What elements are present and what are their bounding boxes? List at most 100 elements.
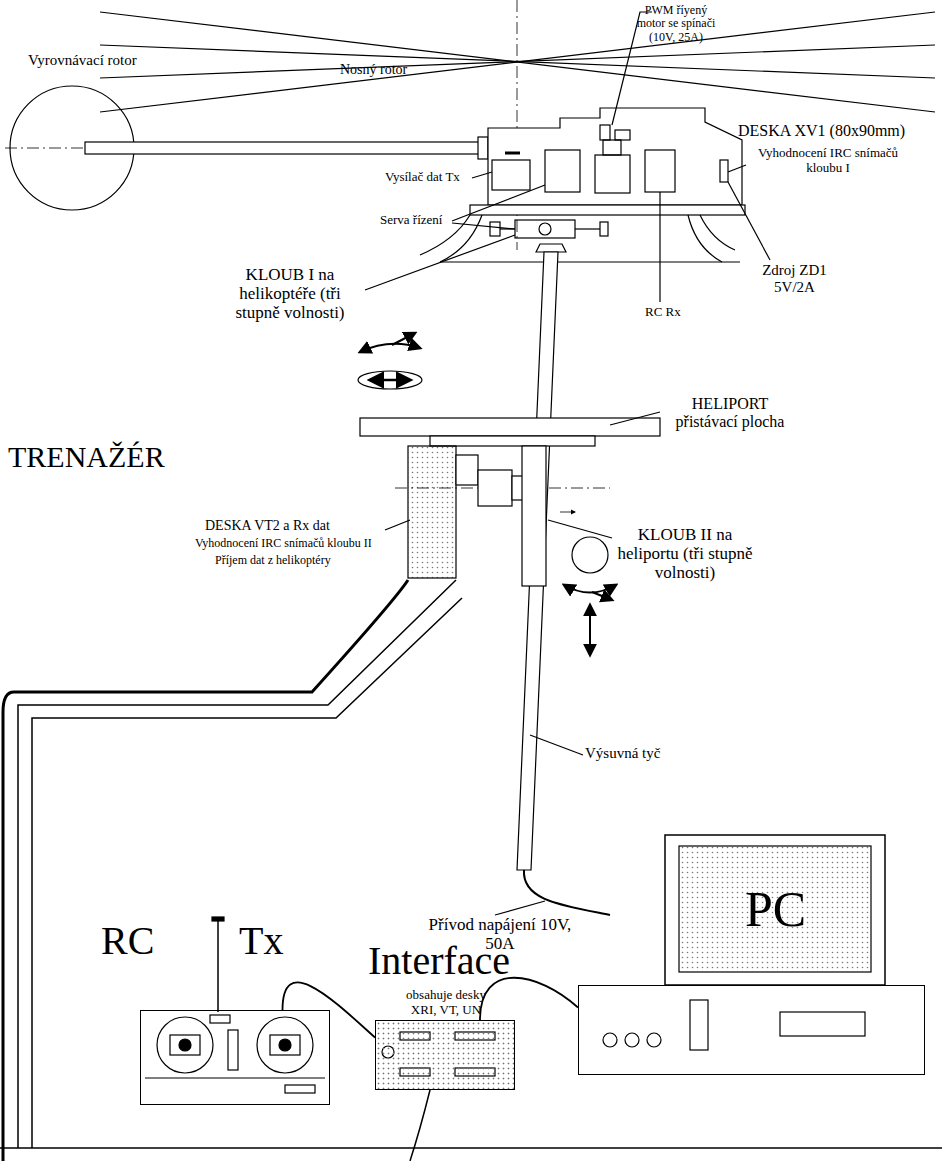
- power-supply: [720, 160, 728, 182]
- rotor-blade: [100, 12, 935, 112]
- heliport-plate: [360, 418, 660, 436]
- skid: [688, 215, 722, 262]
- data-cable: [3, 580, 408, 1161]
- cable-connector: [283, 982, 376, 1037]
- leader-line: [728, 165, 746, 172]
- panel-line: [145, 1077, 325, 1078]
- control-stick: [157, 1017, 213, 1073]
- joint-part: [600, 222, 608, 236]
- control-stick: [257, 1017, 313, 1073]
- part-label: Zdroj ZD1 5V/2A: [752, 262, 837, 296]
- part-label: Výsuvná tyč: [585, 745, 660, 762]
- leader-line: [659, 192, 660, 302]
- transmitter-box: [492, 160, 530, 190]
- joint-label: KLOUB I na helikoptéře (tři stupně volno…: [215, 265, 365, 322]
- leader-line: [472, 172, 492, 178]
- part-label: RC Rx: [645, 305, 681, 320]
- pc-drive: [780, 1012, 865, 1036]
- pc-button: [603, 1033, 617, 1047]
- power-cable: [524, 870, 610, 915]
- node-text: Tx: [239, 919, 283, 964]
- antenna-tip: [212, 917, 224, 921]
- heading-label: TRENAŽÉR: [8, 440, 165, 474]
- ground-line: [0, 1147, 942, 1149]
- stick-gate: [270, 1035, 300, 1055]
- motor-part: [615, 130, 630, 140]
- joint-one: [515, 220, 575, 238]
- motor-box: [595, 155, 630, 193]
- monitor-screen: [679, 846, 871, 972]
- base-plate: [470, 205, 745, 215]
- stick-gate: [170, 1035, 200, 1055]
- note-label: Vyhodnocení IRC snímačů kloubu II: [195, 537, 372, 550]
- skid-rail: [440, 261, 740, 262]
- board-label: DESKA VT2 a Rx dat: [205, 518, 330, 534]
- part-label: Vyrovnávací rotor: [28, 52, 137, 69]
- heliport-support: [430, 436, 595, 446]
- rod-sleeve: [522, 446, 546, 586]
- leader-line: [365, 235, 515, 290]
- leader-line: [452, 185, 545, 221]
- helicopter-body: [488, 108, 742, 205]
- leader-line: [610, 412, 660, 425]
- leader-line: [495, 901, 545, 915]
- slider: [228, 1030, 238, 1070]
- part-label: Serva řízení: [380, 213, 442, 228]
- cable: [410, 1090, 430, 1161]
- leader-line: [452, 223, 515, 229]
- stick-knob: [179, 1039, 191, 1051]
- rotation-circle: [572, 537, 608, 573]
- rc-transmitter: RCTx: [140, 1010, 330, 1105]
- joint-mount: [536, 244, 566, 252]
- pc-button: [625, 1033, 639, 1047]
- board-vt2: [408, 446, 456, 578]
- joint-bearing: [539, 223, 551, 235]
- motor-part: [600, 125, 610, 140]
- leader-line: [530, 735, 583, 755]
- part-label: HELIPORT přistávací plocha: [665, 395, 795, 431]
- joint-shaft: [575, 228, 600, 229]
- servo-box: [545, 150, 580, 192]
- part-label: Nosný rotor: [340, 62, 407, 78]
- motion-arrow: [592, 592, 612, 600]
- motion-arrow: [589, 605, 591, 655]
- interface-box: Interfaceobsahuje desky XRI, VT, UN: [375, 1020, 515, 1090]
- leader-line: [728, 182, 770, 260]
- motion-arrow: [360, 344, 420, 352]
- rotor-blade: [100, 45, 935, 78]
- pc-button: [647, 1033, 661, 1047]
- node-text: obsahuje desky XRI, VT, UN: [396, 988, 496, 1017]
- switch: [210, 1015, 230, 1023]
- pc-drive: [690, 1000, 708, 1050]
- note-label: Vyhodnocení IRC snímačů kloubu I: [748, 146, 908, 175]
- tail-boom: [85, 142, 480, 154]
- rotation-ellipse: [358, 371, 422, 389]
- switch: [285, 1085, 315, 1093]
- cable-connector: [480, 978, 578, 1020]
- node-title: RC: [101, 919, 154, 964]
- motion-arrow: [370, 379, 410, 382]
- receiver-box: [645, 150, 675, 192]
- rotor-blade: [100, 45, 935, 78]
- telescopic-rod: [517, 252, 558, 870]
- joint-part: [490, 222, 500, 236]
- motion-arrow: [392, 333, 415, 345]
- stick-knob: [279, 1039, 291, 1051]
- tail-gearbox: [478, 137, 488, 159]
- rotor-blade: [100, 12, 935, 112]
- transmitter-antenna: [505, 152, 520, 155]
- monitor: [665, 835, 885, 985]
- board-label: DESKA XV1 (80x90mm): [738, 122, 905, 140]
- antenna: [217, 920, 219, 1012]
- pc-box: PC: [578, 985, 925, 1075]
- joint-label: KLOUB II na heliportu (tři stupně volnos…: [610, 525, 760, 582]
- leader-line: [385, 520, 410, 530]
- leader-line: [548, 520, 612, 538]
- motion-arrow: [564, 585, 616, 593]
- joint-two-part: [456, 455, 478, 485]
- motor-part: [603, 140, 621, 155]
